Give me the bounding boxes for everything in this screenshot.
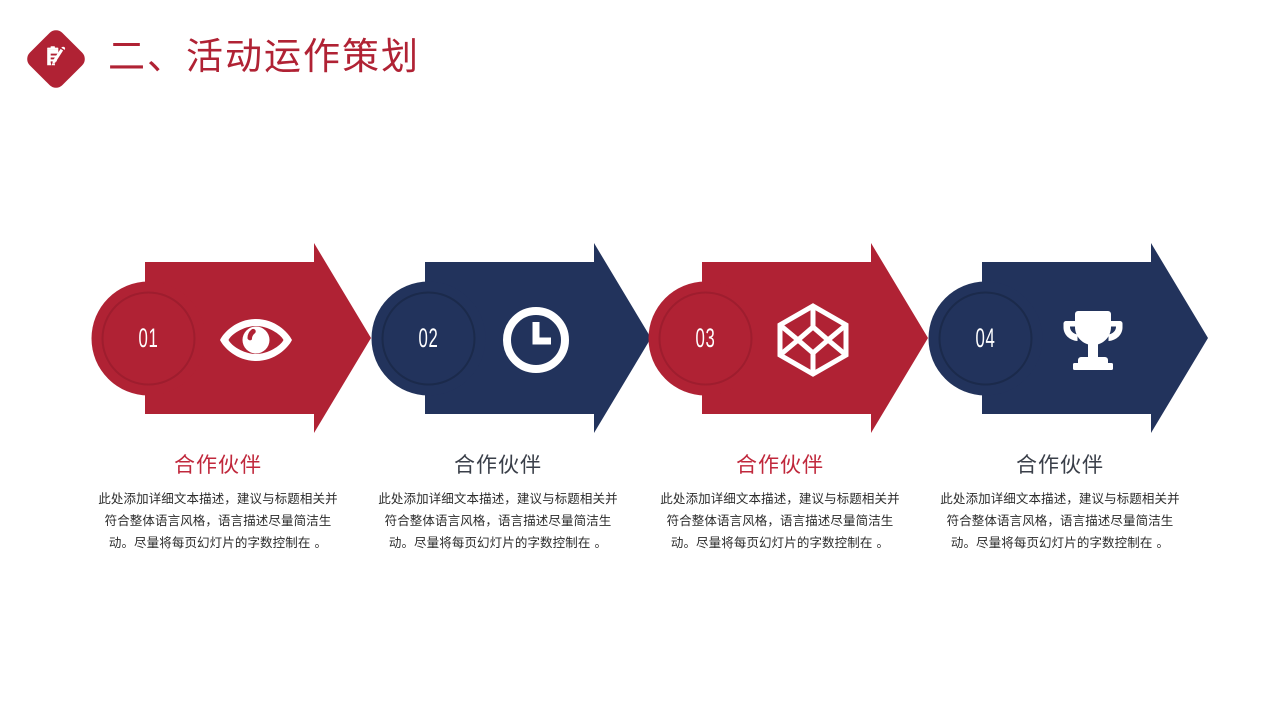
eye-icon bbox=[216, 300, 296, 380]
process-steps: 01 02 bbox=[0, 243, 1280, 433]
step-badge-3: 03 bbox=[648, 281, 763, 396]
slide-header: 二、活动运作策划 bbox=[0, 0, 1280, 120]
caption-body-3: 此处添加详细文本描述，建议与标题相关并符合整体语言风格，语言描述尽量简洁生动。尽… bbox=[660, 491, 900, 550]
caption-3: 合作伙伴 此处添加详细文本描述，建议与标题相关并符合整体语言风格，语言描述尽量简… bbox=[660, 450, 900, 554]
caption-title-1: 合作伙伴 bbox=[174, 453, 262, 477]
caption-title-3: 合作伙伴 bbox=[736, 453, 824, 477]
step-number-3: 03 bbox=[695, 323, 716, 353]
caption-2: 合作伙伴 此处添加详细文本描述，建议与标题相关并符合整体语言风格，语言描述尽量简… bbox=[378, 450, 618, 554]
arrow-shape-3 bbox=[702, 243, 928, 433]
trophy-icon bbox=[1053, 300, 1133, 380]
step-arrow-3[interactable]: 03 bbox=[645, 243, 928, 433]
caption-body-4: 此处添加详细文本描述，建议与标题相关并符合整体语言风格，语言描述尽量简洁生动。尽… bbox=[940, 491, 1180, 550]
step-number-4: 04 bbox=[975, 323, 996, 353]
step-badge-4: 04 bbox=[928, 281, 1043, 396]
caption-title-4: 合作伙伴 bbox=[1016, 453, 1104, 477]
step-arrow-2[interactable]: 02 bbox=[368, 243, 651, 433]
page-title: 二、活动运作策划 bbox=[108, 37, 420, 78]
caption-body-2: 此处添加详细文本描述，建议与标题相关并符合整体语言风格，语言描述尽量简洁生动。尽… bbox=[378, 491, 618, 550]
step-number-2: 02 bbox=[418, 323, 439, 353]
caption-body-1: 此处添加详细文本描述，建议与标题相关并符合整体语言风格，语言描述尽量简洁生动。尽… bbox=[98, 491, 338, 550]
caption-title-2: 合作伙伴 bbox=[454, 453, 542, 477]
cube-wireframe-icon bbox=[773, 300, 853, 380]
clock-icon bbox=[496, 300, 576, 380]
step-arrow-1[interactable]: 01 bbox=[88, 243, 371, 433]
caption-4: 合作伙伴 此处添加详细文本描述，建议与标题相关并符合整体语言风格，语言描述尽量简… bbox=[940, 450, 1180, 554]
header-badge bbox=[23, 26, 89, 92]
clipboard-pen-icon bbox=[26, 29, 86, 89]
step-arrow-4[interactable]: 04 bbox=[925, 243, 1208, 433]
caption-1: 合作伙伴 此处添加详细文本描述，建议与标题相关并符合整体语言风格，语言描述尽量简… bbox=[98, 450, 338, 554]
caption-group: 合作伙伴 此处添加详细文本描述，建议与标题相关并符合整体语言风格，语言描述尽量简… bbox=[0, 450, 1280, 630]
step-number-1: 01 bbox=[138, 323, 159, 353]
step-badge-2: 02 bbox=[371, 281, 486, 396]
step-badge-1: 01 bbox=[91, 281, 206, 396]
